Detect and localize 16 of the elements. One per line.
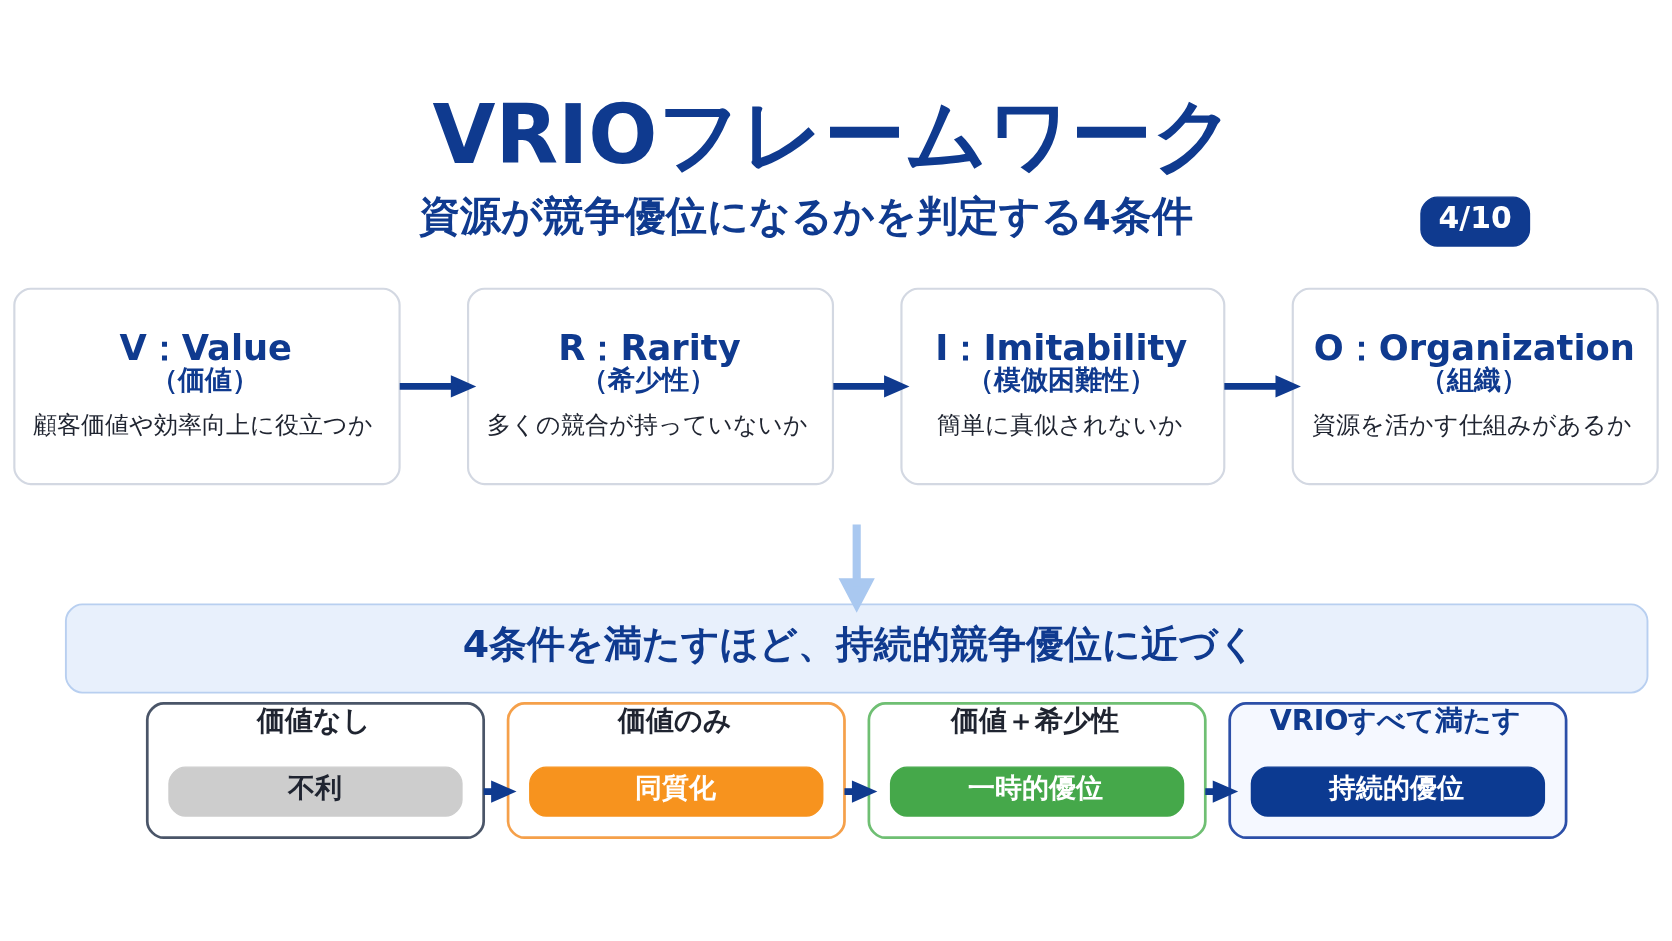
label: 資源が競争優位になるかを判定する4条件: [418, 191, 1193, 240]
node-box: 一時的優位: [889, 766, 1185, 817]
node-box: O：Organization （組織） 資源を活かす仕組みがあるか: [1291, 287, 1659, 485]
arrow: [399, 374, 477, 398]
node-box: 不利: [168, 766, 463, 817]
node-box: 4/10: [1420, 196, 1531, 247]
arrow: [833, 374, 910, 398]
arrow: [838, 524, 875, 613]
node-box: 持続的優位: [1250, 766, 1546, 817]
diagram-title: VRIOフレームワーク: [432, 86, 1235, 182]
node-box: 4条件を満たすほど、持続的競争優位に近づく: [64, 602, 1649, 694]
node-box: V：Value （価値） 顧客価値や効率向上に役立つか: [13, 287, 401, 485]
node-box: 同質化: [529, 766, 824, 817]
node-box: R：Rarity （希少性） 多くの競合が持っていないか: [467, 287, 835, 485]
node-box: I：Imitability （模倣困難性） 簡単に真似されないか: [900, 287, 1226, 485]
arrow: [1224, 374, 1301, 398]
